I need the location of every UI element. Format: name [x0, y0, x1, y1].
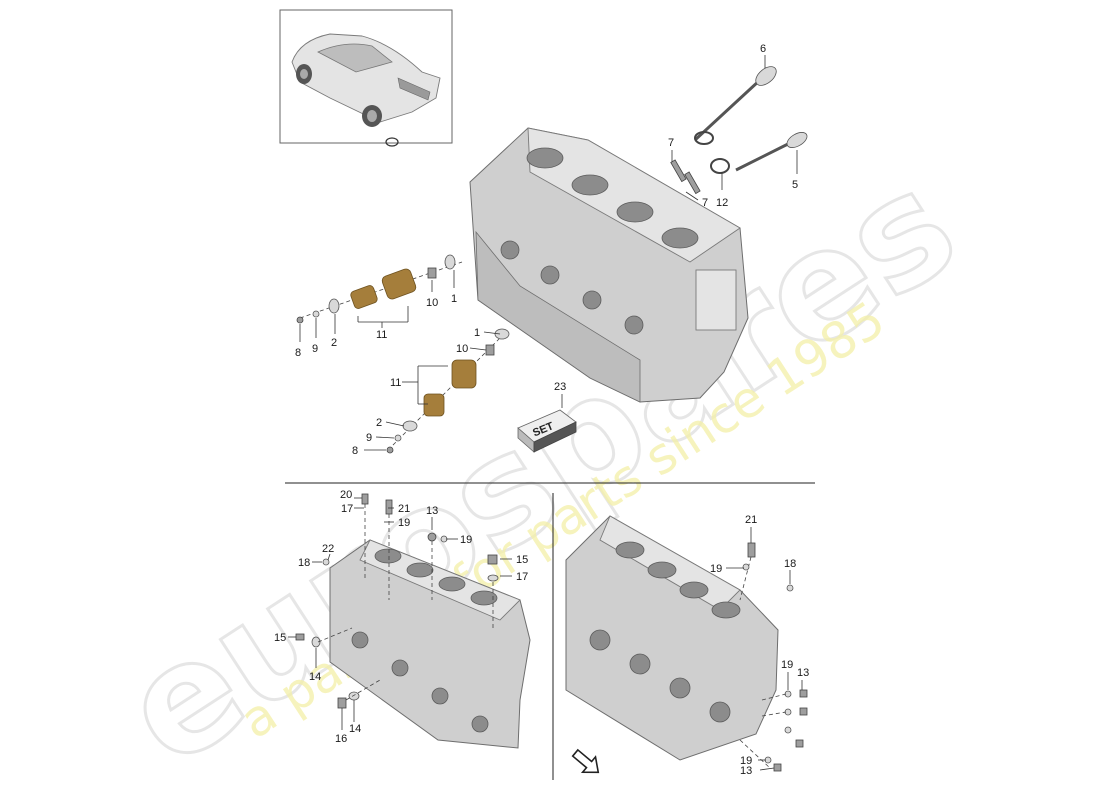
lower-right-fittings	[739, 542, 808, 772]
callout-13: 13	[797, 667, 809, 679]
callout-1: 1	[474, 327, 480, 339]
callout-11: 11	[390, 377, 401, 389]
callout-23: 23	[554, 381, 566, 393]
cylinder-head-main	[469, 127, 749, 403]
valve-spring-assembly-lower	[386, 328, 510, 454]
callout-9: 9	[312, 343, 318, 355]
callout-15: 15	[516, 554, 528, 566]
leader-lines	[288, 55, 803, 771]
callout-7: 7	[668, 137, 674, 149]
callout-22: 22	[322, 543, 334, 555]
callout-21: 21	[398, 503, 410, 515]
callout-13: 13	[426, 505, 438, 517]
arrow-icon	[571, 748, 600, 774]
callout-14: 14	[349, 723, 361, 735]
callout-19: 19	[398, 517, 410, 529]
callout-11: 11	[376, 329, 387, 341]
callout-17: 17	[341, 503, 353, 515]
callout-16: 16	[335, 733, 347, 745]
callout-7: 7	[702, 197, 708, 209]
callout-12: 12	[716, 197, 728, 209]
gasket-set-box: SET	[517, 394, 577, 453]
callout-21: 21	[745, 514, 757, 526]
callout-6: 6	[760, 43, 766, 55]
seal-ring-icon	[710, 158, 730, 174]
vehicle-thumbnail	[279, 9, 453, 147]
callout-8: 8	[352, 445, 358, 457]
callout-19: 19	[710, 563, 722, 575]
valve-spring-assembly-upper	[296, 254, 463, 324]
callout-18: 18	[784, 558, 796, 570]
callout-9: 9	[366, 432, 372, 444]
callout-10: 10	[426, 297, 438, 309]
callout-19: 19	[460, 534, 472, 546]
intake-valve	[735, 132, 808, 172]
callouts: 6 7 7 12 5 1 10 8 9 2 11 1 10 11 23 2 9 …	[274, 43, 809, 777]
car-icon	[291, 33, 441, 127]
outer-spring-icon	[381, 268, 417, 300]
callout-14: 14	[309, 671, 321, 683]
callout-15: 15	[274, 632, 286, 644]
callout-17: 17	[516, 571, 528, 583]
callout-1: 1	[451, 293, 457, 305]
valve-guide-icon	[684, 171, 701, 195]
callout-19: 19	[740, 755, 752, 767]
valve-guide-icon	[670, 159, 687, 183]
callout-2: 2	[331, 337, 337, 349]
callout-19: 19	[781, 659, 793, 671]
callout-5: 5	[792, 179, 798, 191]
outer-spring-icon	[451, 359, 477, 389]
thumbnail-ring-icon	[385, 137, 399, 147]
callout-10: 10	[456, 343, 468, 355]
inner-spring-icon	[350, 285, 378, 309]
lower-left-fittings	[295, 493, 499, 709]
callout-18: 18	[298, 557, 310, 569]
cylinder-head-lower-left	[329, 539, 531, 749]
valves	[670, 66, 808, 195]
callout-2: 2	[376, 417, 382, 429]
cylinder-head-lower-right	[565, 515, 779, 761]
exhaust-valve	[693, 66, 777, 142]
valve-seal-icon	[694, 131, 714, 145]
callout-8: 8	[295, 347, 301, 359]
inner-spring-icon	[423, 393, 445, 417]
callout-20: 20	[340, 489, 352, 501]
callout-13: 13	[740, 765, 752, 777]
